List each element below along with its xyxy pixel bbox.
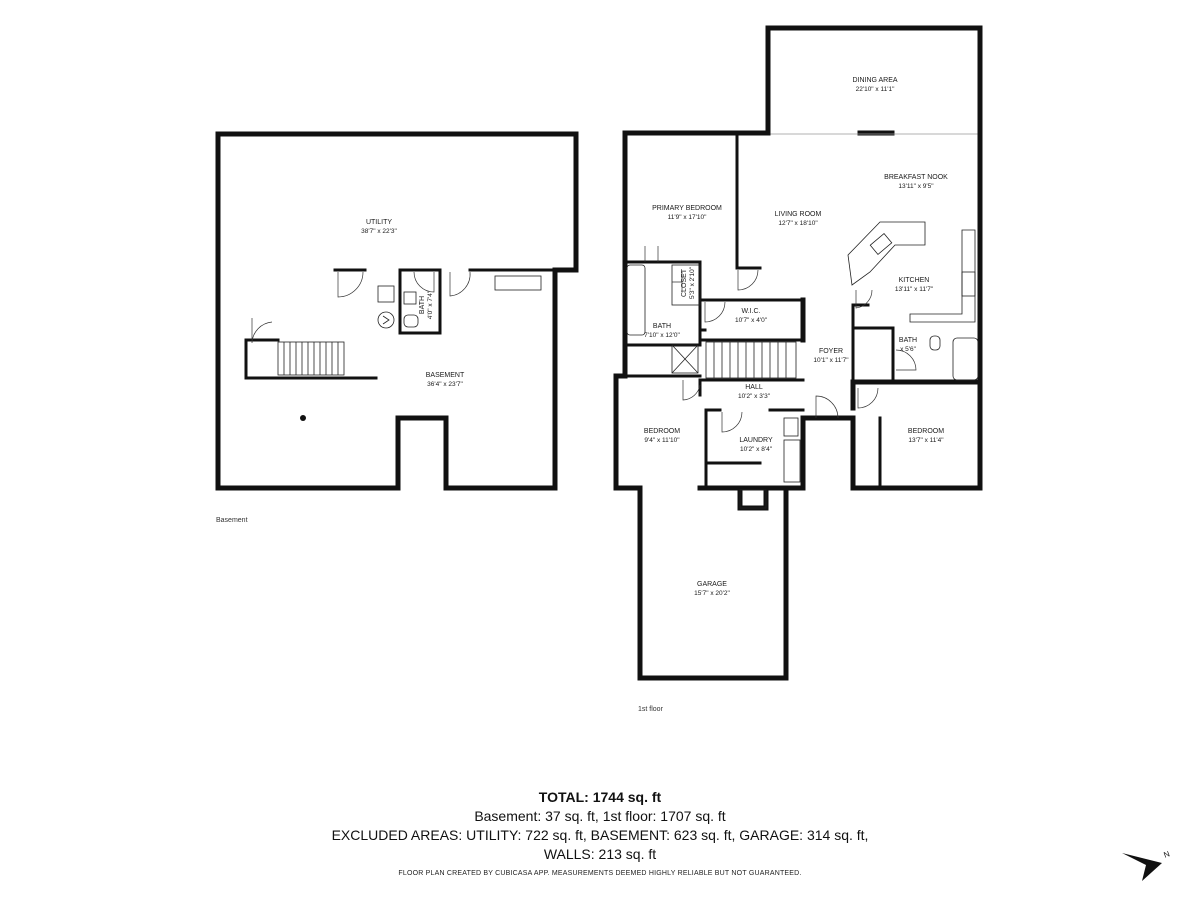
room-dim-basement-bath: 4'0" x 7'4": [427, 290, 434, 319]
kitchen-counter: [909, 229, 976, 323]
compass-label: N: [1162, 849, 1171, 860]
room-dim-breakfast: 13'11" x 9'5": [898, 183, 934, 190]
utility-fixture: [382, 315, 390, 325]
room-name-bedroom-right: BEDROOM: [908, 428, 944, 435]
interior-wall: [614, 338, 805, 397]
room-name-living: LIVING ROOM: [775, 211, 822, 218]
interior-wall: [614, 374, 805, 490]
door-swing: [704, 301, 726, 323]
room-dim-primary-bath: 7'10" x 12'0": [644, 332, 680, 339]
toilet: [929, 335, 941, 351]
door-swing: [672, 272, 683, 292]
basement-stairs: [277, 341, 345, 376]
room-dim-kitchen: 13'11" x 11'7": [895, 286, 934, 293]
bath-sink: [403, 291, 417, 305]
room-dim-closet: 5'3" x 2'10": [689, 266, 696, 299]
room-dim-utility: 38'7" x 22'3": [361, 228, 397, 235]
door-swing: [721, 411, 743, 433]
room-name-wic: W.I.C.: [741, 308, 760, 315]
door-swing: [413, 271, 435, 293]
first-floor-plan: DINING AREA 22'10" x 11'1" BREAKFAST NOO…: [613, 25, 983, 713]
garage-step: [739, 489, 767, 509]
room-name-basement-bath: BATH: [419, 296, 426, 314]
disclaimer-footer: FLOOR PLAN CREATED BY CUBICASA APP. MEAS…: [398, 870, 802, 877]
water-heater: [377, 285, 395, 303]
room-name-garage: GARAGE: [697, 581, 727, 588]
kitchen-sink: [869, 233, 893, 255]
washer-dryer: [783, 439, 801, 483]
room-dim-garage: 15'7" x 20'2": [694, 590, 730, 597]
laundry-tub: [494, 275, 542, 291]
shower: [671, 344, 699, 374]
door-swing: [337, 271, 364, 298]
room-name-primary-bedroom: PRIMARY BEDROOM: [652, 205, 722, 212]
room-name-breakfast: BREAKFAST NOOK: [884, 174, 948, 181]
stair-wall: [244, 338, 378, 380]
shower: [671, 344, 699, 374]
toilet: [403, 314, 419, 328]
door-swing: [644, 246, 659, 262]
kitchen-island: [847, 221, 926, 286]
room-dim-dining: 22'10" x 11'1": [856, 86, 895, 93]
room-dim-bedroom-left: 9'4" x 11'10": [644, 437, 680, 444]
front-door: [815, 395, 839, 419]
wall-area: WALLS: 213 sq. ft: [543, 846, 657, 862]
garage-entry: [737, 485, 769, 511]
garage-wall: [637, 485, 789, 681]
room-dim-hall: 10'2" x 3'3": [738, 393, 771, 400]
door-swing: [895, 349, 917, 371]
door-swing: [449, 271, 471, 297]
first-floor-stairs: [705, 341, 797, 379]
room-name-laundry: LAUNDRY: [739, 437, 773, 444]
room-name-foyer: FOYER: [819, 348, 843, 355]
room-name-utility: UTILITY: [366, 219, 392, 226]
range-stove: [961, 271, 976, 297]
door-swing: [682, 380, 701, 401]
floor-label-basement: Basement: [216, 517, 248, 524]
room-name-closet: CLOSET: [681, 268, 688, 297]
room-dim-small-bath: x 5'6": [900, 346, 917, 353]
floor-areas: Basement: 37 sq. ft, 1st floor: 1707 sq.…: [474, 808, 726, 824]
bath-vanity: [671, 264, 701, 306]
room-dim-laundry: 10'2" x 8'4": [740, 446, 773, 453]
bathtub: [952, 337, 979, 381]
room-name-bedroom-left: BEDROOM: [644, 428, 680, 435]
room-dim-basement: 36'4" x 23'7": [427, 381, 463, 388]
interior-wall: [851, 303, 895, 384]
laundry-sink: [783, 417, 799, 437]
utility-fixture: [377, 311, 395, 329]
door-swing: [855, 289, 873, 309]
area-summary: TOTAL: 1744 sq. ft Basement: 37 sq. ft, …: [0, 788, 1200, 864]
floor-label-first: 1st floor: [638, 706, 664, 713]
basement-floor-plan: UTILITY 38'7" x 22'3" BASEMENT 36'4" x 2…: [215, 131, 579, 524]
floor-drain: [300, 415, 306, 421]
basement-bath-wall: [398, 268, 442, 335]
room-name-basement: BASEMENT: [426, 372, 465, 379]
door-swing: [857, 387, 879, 409]
bathtub: [626, 264, 646, 336]
room-name-dining: DINING AREA: [852, 77, 897, 84]
first-floor-outer-wall: [613, 130, 983, 491]
room-dim-wic: 10'7" x 4'0": [735, 317, 768, 324]
room-name-kitchen: KITCHEN: [899, 277, 930, 284]
room-dim-living: 12'7" x 18'10": [778, 220, 818, 227]
room-dim-foyer: 10'1" x 11'7": [813, 357, 849, 364]
room-name-hall: HALL: [745, 384, 763, 391]
room-name-small-bath: BATH: [899, 337, 917, 344]
excluded-areas: EXCLUDED AREAS: UTILITY: 722 sq. ft, BAS…: [331, 827, 869, 843]
room-dim-bedroom-right: 13'7" x 11'4": [908, 437, 944, 444]
door-swing: [251, 318, 273, 344]
room-dim-primary-bedroom: 11'9" x 17'10": [668, 214, 707, 221]
door-swing: [737, 269, 759, 291]
dining-wall: [765, 25, 983, 136]
north-arrow-icon: N: [1122, 849, 1171, 881]
room-name-primary-bath: BATH: [653, 323, 671, 330]
basement-outer-wall: [215, 131, 579, 491]
total-area: TOTAL: 1744 sq. ft: [538, 789, 662, 805]
